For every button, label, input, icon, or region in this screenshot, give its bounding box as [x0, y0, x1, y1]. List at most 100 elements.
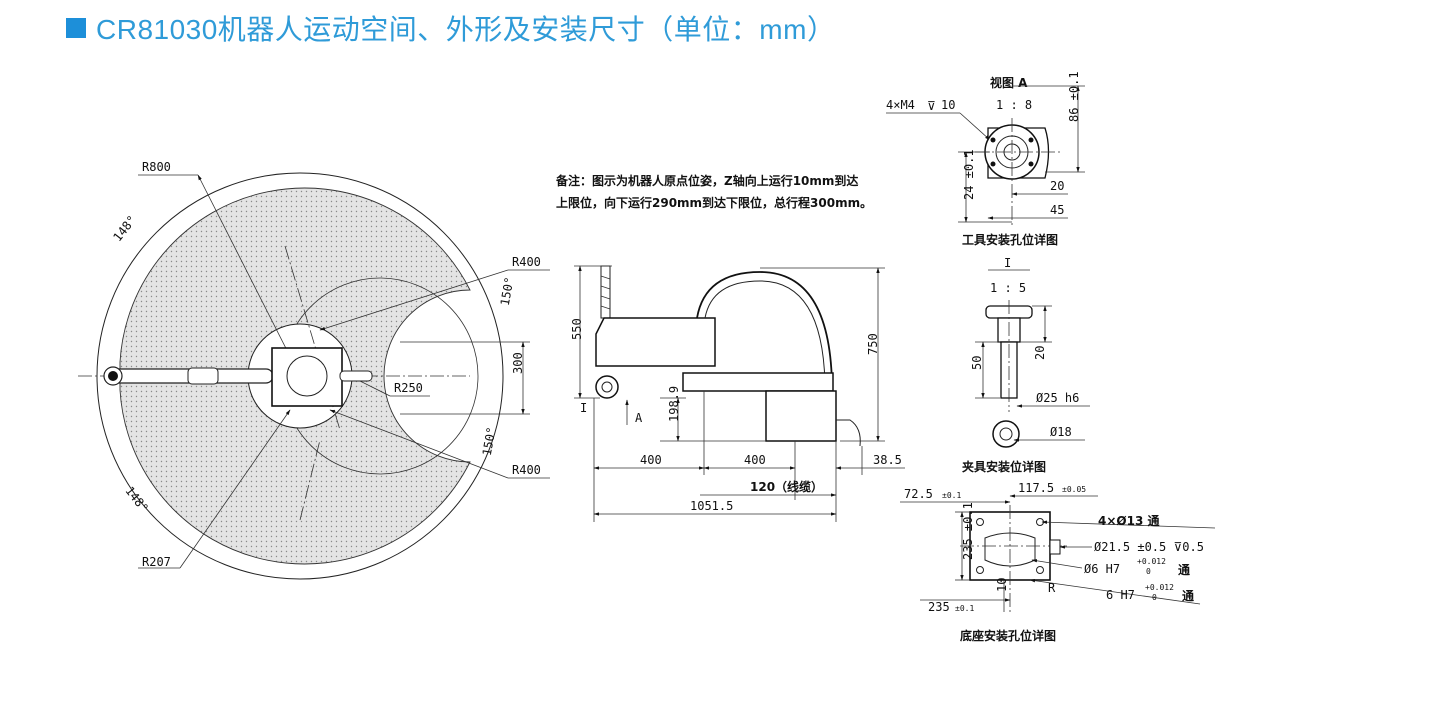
label-235-v: 235 ±0.1 — [961, 502, 975, 560]
label-148-bottom: 148° — [122, 484, 151, 515]
label-h7-lower-b: 0 — [1152, 593, 1157, 602]
label-h7-upper-b: +0.012 — [1145, 583, 1174, 592]
label-72-5: 72.5 — [904, 487, 933, 501]
gripper-circle — [992, 420, 1020, 448]
label-38-5: 38.5 — [873, 453, 902, 467]
label-400-a: 400 — [640, 453, 662, 467]
label-150-top: 150° — [498, 276, 517, 307]
base-hole-1 — [976, 518, 984, 526]
note-line-1: 备注：图示为机器人原点位姿，Z轴向上运行10mm到达 — [555, 173, 858, 188]
label-20: 20 — [1050, 179, 1064, 193]
page-title: CR81030机器人运动空间、外形及安装尺寸（单位：mm） — [66, 8, 835, 48]
label-120: 120（线缆） — [750, 479, 823, 494]
label-hole-6h7-a: Ø6 H7 — [1084, 562, 1120, 576]
label-550: 550 — [570, 318, 584, 340]
screw-thread-1 — [600, 275, 611, 280]
view-a-depth: 10 — [941, 98, 955, 112]
base-hole-4 — [1036, 566, 1044, 574]
label-r400-top: R400 — [512, 255, 541, 269]
label-10: 10 — [995, 578, 1009, 592]
view-i-caption: 夹具安装位详图 — [962, 459, 1046, 474]
base-body — [271, 347, 343, 407]
title-square-icon — [66, 18, 86, 38]
view-a-scale: 1 : 8 — [996, 98, 1032, 112]
label-r800: R800 — [142, 160, 171, 174]
view-a-title: 视图 A — [990, 75, 1028, 90]
end-effector-inner — [601, 381, 613, 393]
label-45: 45 — [1050, 203, 1064, 217]
cable-outlet — [836, 419, 861, 447]
view-a-holes-line — [959, 112, 991, 141]
label-20-i: 20 — [1033, 346, 1047, 360]
view-a-depth-symbol: ⊽ — [927, 99, 936, 113]
page-title-text: CR81030机器人运动空间、外形及安装尺寸（单位：mm） — [96, 14, 836, 45]
base-joint — [286, 355, 328, 397]
label-198-9: 198.9 — [667, 386, 681, 422]
base-view: 72.5 ±0.1 117.5 ±0.05 4×Ø13 通 Ø21.5 ±0.5… — [900, 481, 1216, 643]
screw-thread-4 — [600, 305, 611, 310]
label-through-b: 通 — [1182, 588, 1194, 603]
arm-2 — [595, 317, 716, 367]
label-72-5-tol: ±0.1 — [942, 491, 961, 500]
label-h7-lower-a: 0 — [1146, 567, 1151, 576]
centerline-2 — [299, 439, 321, 521]
screw-thread-3 — [600, 295, 611, 300]
view-a-holes: 4×M4 — [886, 98, 915, 112]
view-i-label: I — [1004, 256, 1011, 270]
hole-6h7-b-leader — [1029, 579, 1201, 605]
label-hole-6h7-b: 6 H7 — [1106, 588, 1135, 602]
label-r207: R207 — [142, 555, 171, 569]
base-caption: 底座安装孔位详图 — [960, 628, 1056, 643]
tool-flange-center — [108, 371, 118, 381]
arm-1 — [682, 372, 834, 392]
note-line-2: 上限位，向下运行290mm到达下限位，总行程300mm。 — [556, 195, 872, 210]
label-dia-25: Ø25 h6 — [1036, 391, 1079, 405]
view-i: I 1 : 5 50 20 Ø25 h6 Ø18 夹具安装位详图 — [962, 256, 1090, 474]
label-400-b: 400 — [744, 453, 766, 467]
robot-base — [765, 390, 837, 442]
view-a-caption: 工具安装孔位详图 — [962, 232, 1058, 247]
label-300: 300 — [511, 352, 525, 374]
label-r: R — [1048, 581, 1056, 595]
base-hole-3 — [976, 566, 984, 574]
arm-joint — [187, 367, 219, 385]
label-hole-21-5: Ø21.5 ±0.5 ⊽0.5 — [1094, 540, 1204, 554]
view-a: 视图 A 1 : 8 4×M4 ⊽ 10 86 ±0.1 24 ±0.1 20 … — [886, 71, 1085, 247]
cable-port — [339, 370, 373, 382]
label-r250: R250 — [394, 381, 423, 395]
label-750: 750 — [866, 333, 880, 355]
top-view: R800 R207 R400 R400 R250 148° 148° 150° … — [78, 160, 550, 580]
ball-screw — [600, 265, 611, 319]
r207-line — [179, 409, 291, 569]
r800-line — [197, 174, 301, 377]
label-117-5: 117.5 — [1018, 481, 1054, 495]
label-r400-bottom: R400 — [512, 463, 541, 477]
label-24: 24 ±0.1 — [962, 149, 976, 200]
label-dia-18: Ø18 — [1050, 425, 1072, 439]
label-i: I — [580, 401, 587, 415]
label-86: 86 ±0.1 — [1067, 71, 1081, 122]
end-effector — [595, 375, 619, 399]
label-h7-upper-a: +0.012 — [1137, 557, 1166, 566]
r400-bottom-line — [329, 409, 509, 479]
label-holes-13: 4×Ø13 通 — [1098, 513, 1159, 528]
gripper-circle-inner — [999, 427, 1013, 441]
hole-6h7-a-leader — [1031, 559, 1083, 569]
cable-duct-inner — [704, 280, 826, 386]
label-a: A — [635, 411, 643, 425]
flange-hole-3 — [990, 161, 996, 167]
label-235-h-tol: ±0.1 — [955, 604, 974, 613]
cable-duct — [696, 271, 833, 386]
base-side-tab — [1049, 539, 1061, 555]
screw-thread-2 — [600, 285, 611, 290]
holes-13-leader — [1041, 520, 1216, 529]
flange-hole-1 — [990, 137, 996, 143]
flange-hole-2 — [1028, 137, 1034, 143]
label-50: 50 — [970, 356, 984, 370]
label-through-a: 通 — [1178, 562, 1190, 577]
flange-hole-4 — [1028, 161, 1034, 167]
label-148-top: 148° — [110, 213, 139, 244]
side-view: 备注：图示为机器人原点位姿，Z轴向上运行10mm到达 上限位，向下运行290mm… — [555, 173, 905, 522]
label-150-bottom: 150° — [480, 426, 499, 457]
